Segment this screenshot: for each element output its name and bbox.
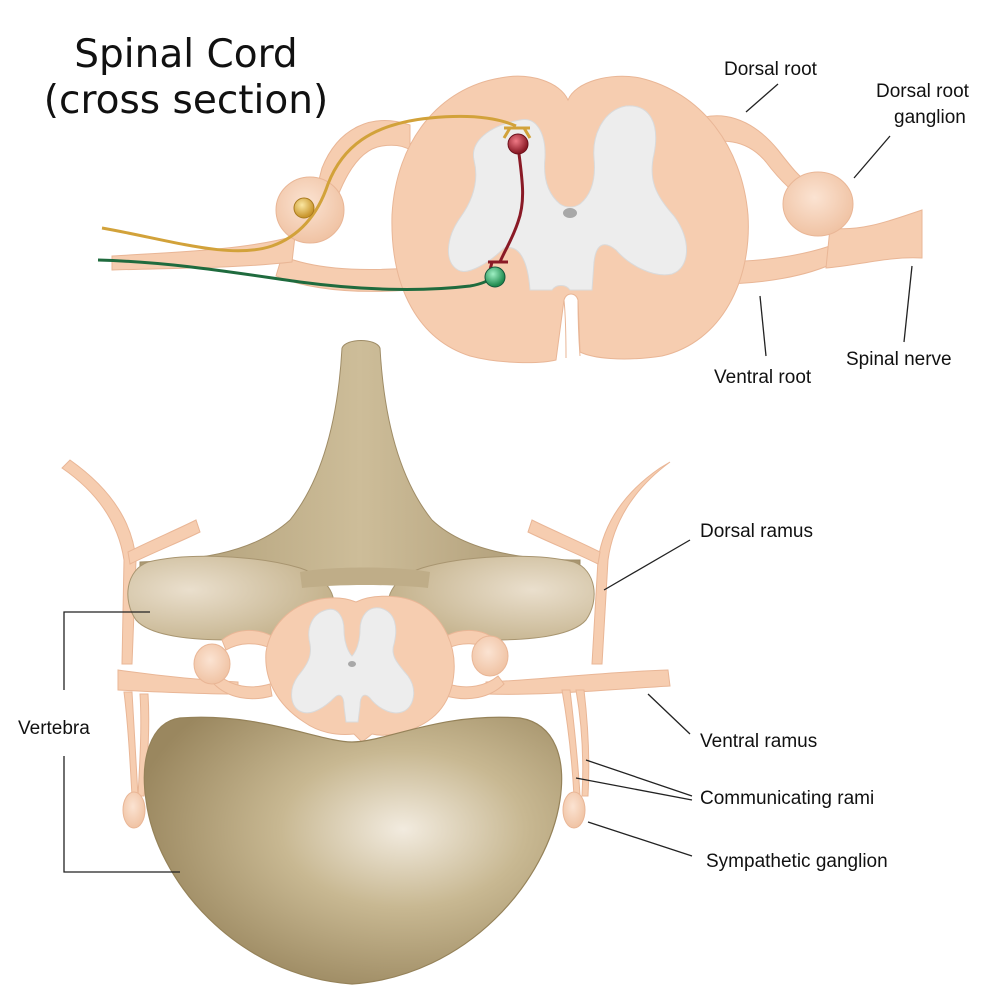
leader-spinal-nerve bbox=[903, 265, 913, 343]
label-dorsal-root: Dorsal root bbox=[724, 59, 817, 80]
small-central-canal bbox=[348, 661, 356, 667]
sensory-neuron-terminal bbox=[502, 126, 532, 139]
vertebra-bracket-top bbox=[63, 611, 150, 690]
right-sympathetic-ganglion bbox=[562, 791, 586, 829]
label-spinal-nerve: Spinal nerve bbox=[846, 349, 952, 370]
left-spinal-nerve bbox=[111, 235, 296, 271]
vertebra-bracket-bottom bbox=[63, 756, 180, 873]
left-small-dorsal-root bbox=[221, 630, 273, 651]
spinous-process bbox=[139, 340, 581, 584]
label-dorsal-root-ganglion-line1: Dorsal root bbox=[876, 81, 969, 102]
label-dorsal-root-ganglion-line2: ganglion bbox=[894, 107, 966, 128]
right-small-ventral-root bbox=[445, 675, 505, 700]
right-ventral-ramus bbox=[485, 669, 671, 695]
leader-communicating-rami-1 bbox=[585, 759, 693, 797]
title-line-1: Spinal Cord bbox=[74, 32, 298, 77]
title-line-2: (cross section) bbox=[43, 78, 329, 123]
vertebral-arch bbox=[300, 567, 430, 588]
ventral-median-fissure bbox=[563, 299, 581, 359]
leader-ventral-ramus bbox=[647, 693, 691, 735]
vertebral-body bbox=[143, 716, 563, 985]
right-communicating-ramus-outer bbox=[561, 689, 581, 797]
label-ventral-ramus: Ventral ramus bbox=[700, 731, 818, 752]
left-dorsal-ramus-branch bbox=[127, 519, 201, 565]
label-communicating-rami: Communicating rami bbox=[700, 788, 875, 809]
label-sympathetic-ganglion: Sympathetic ganglion bbox=[706, 851, 888, 872]
leader-ventral-root bbox=[759, 295, 767, 357]
diagram-title: Spinal Cord (cross section) bbox=[36, 32, 336, 124]
leader-dorsal-root bbox=[745, 83, 779, 113]
interneuron-axon bbox=[498, 145, 525, 263]
leader-dorsal-ramus bbox=[603, 539, 691, 591]
label-ventral-root: Ventral root bbox=[714, 367, 812, 388]
motor-neuron-axon bbox=[97, 258, 496, 291]
left-communicating-ramus-outer bbox=[123, 691, 139, 797]
sensory-neuron-cell-body bbox=[293, 197, 315, 219]
leader-dorsal-root-ganglion bbox=[853, 135, 891, 179]
label-vertebra: Vertebra bbox=[18, 718, 90, 739]
central-canal bbox=[563, 208, 577, 218]
right-communicating-ramus-inner bbox=[575, 689, 590, 797]
right-spinal-nerve bbox=[825, 209, 923, 269]
right-dorsal-root-ganglion bbox=[782, 171, 854, 237]
sensory-neuron-axon bbox=[101, 114, 517, 253]
right-small-dorsal-root-ganglion bbox=[471, 635, 509, 677]
right-dorsal-ramus bbox=[591, 461, 671, 665]
leader-sympathetic-ganglion bbox=[587, 821, 693, 857]
right-dorsal-ramus-branch bbox=[527, 519, 601, 565]
label-dorsal-ramus: Dorsal ramus bbox=[700, 521, 813, 542]
left-dorsal-ramus bbox=[61, 459, 137, 665]
vertebra-group bbox=[61, 340, 671, 985]
leader-lines bbox=[63, 83, 913, 873]
left-small-dorsal-root-ganglion bbox=[193, 643, 231, 685]
leader-communicating-rami-2 bbox=[575, 777, 693, 801]
cross-section-group bbox=[97, 75, 923, 364]
left-sympathetic-ganglion bbox=[122, 791, 146, 829]
interneuron-cell-body bbox=[507, 133, 529, 155]
motor-neuron-cell-body bbox=[484, 266, 506, 288]
